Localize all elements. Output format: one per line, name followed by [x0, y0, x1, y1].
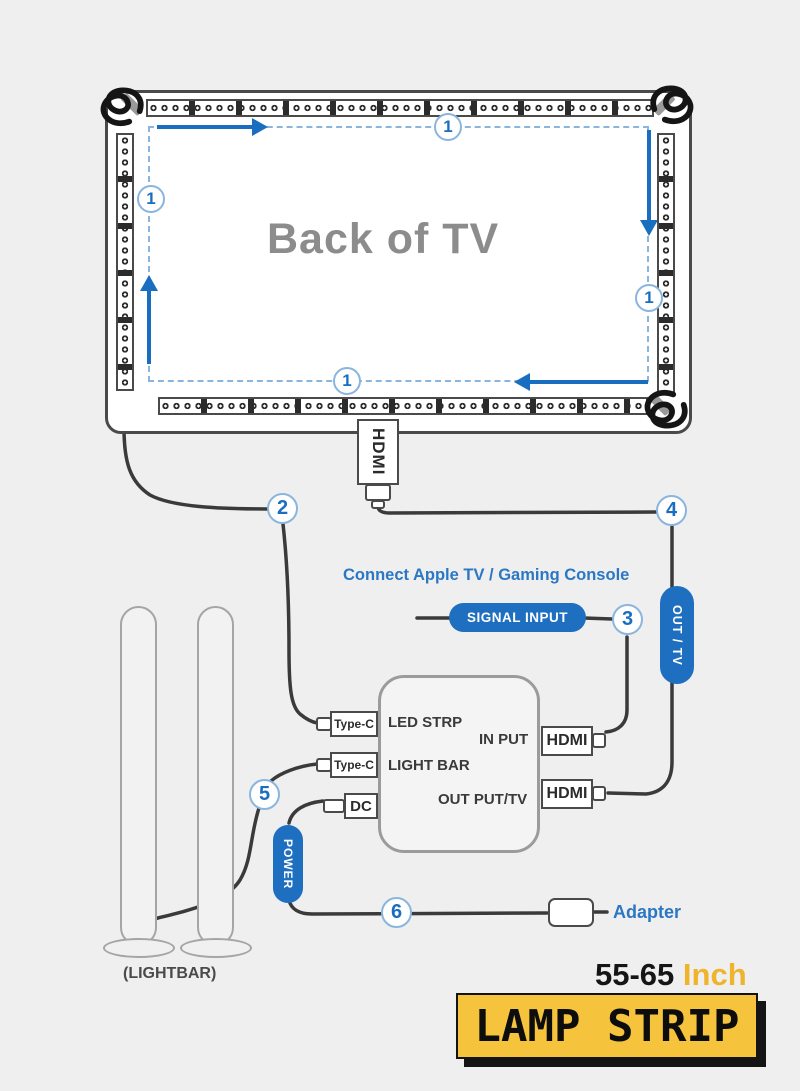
arrow-right-icon [252, 118, 268, 136]
typec1-connector: Type-C [330, 711, 378, 737]
step-badge-1-left: 1 [137, 185, 165, 213]
hdmi-in-plug [592, 733, 606, 748]
label-led-strip: LED STRP [388, 714, 463, 731]
out-tv-pill-label: OUT / TV [670, 604, 684, 666]
tv-hdmi-plug-stub [371, 500, 385, 509]
tv-hdmi-connector: HDMI [357, 419, 399, 485]
tv-hdmi-label: HDMI [369, 428, 388, 476]
size-range: 55-65 Inch [595, 957, 747, 993]
adapter-label: Adapter [613, 902, 682, 922]
dc-connector: DC [344, 793, 378, 819]
connect-heading: Connect Apple TV / Gaming Console [343, 566, 630, 584]
cable-typec2-to-step5 [269, 762, 319, 783]
light-bar-1 [120, 606, 157, 946]
arrow-down-icon [640, 220, 658, 236]
step-badge-1-top: 1 [434, 113, 462, 141]
tv-back-panel [105, 90, 692, 434]
step-badge-4: 4 [656, 495, 687, 526]
step-badge-2: 2 [267, 493, 298, 524]
led-strip-top [146, 99, 654, 117]
arrow-left-icon [514, 373, 530, 391]
led-strip-right [657, 133, 675, 395]
size-unit: Inch [682, 957, 747, 992]
cable-ledstrip-to-step2 [122, 426, 271, 511]
corner-knot-icon [650, 85, 694, 124]
size-value: 55-65 [595, 957, 675, 992]
light-bar-base-1 [103, 938, 175, 958]
led-strip-bottom [158, 397, 648, 415]
corner-knot-icon [644, 390, 688, 429]
lamp-strip-banner: LAMP STRIP [456, 993, 758, 1059]
lightbar-caption: (LIGHTBAR) [123, 965, 217, 982]
lamp-strip-banner-label: LAMP STRIP [474, 1000, 740, 1052]
cable-dc-to-power [287, 799, 325, 825]
cable-outtv-to-hdmiout [606, 678, 674, 796]
out-tv-pill: OUT / TV [660, 586, 694, 684]
cable-hdmi-to-step4 [376, 504, 659, 515]
arrow-right-line [157, 125, 253, 129]
power-adapter [548, 898, 594, 927]
label-in-put: IN PUT [479, 731, 529, 748]
hdmi-in-connector: HDMI [541, 726, 593, 756]
label-out-put-tv: OUT PUT/TV [438, 791, 528, 808]
light-bar-2 [197, 606, 234, 946]
label-light-bar: LIGHT BAR [388, 757, 470, 774]
tv-hdmi-plug [365, 484, 391, 501]
hdmi-out-connector: HDMI [541, 779, 593, 809]
corner-knot-icon [100, 87, 144, 126]
arrow-up-icon [140, 275, 158, 291]
strip-routing-guide [148, 126, 649, 382]
hdmi-out-plug [592, 786, 606, 801]
signal-input-pill: SIGNAL INPUT [449, 603, 586, 632]
step-badge-5: 5 [249, 779, 280, 810]
cable-step2-to-typec1 [281, 522, 319, 725]
arrow-left-line [530, 380, 648, 384]
power-pill-label: POWER [281, 838, 295, 890]
power-pill: POWER [273, 825, 303, 903]
dc-plug [323, 799, 345, 813]
controller-box [378, 675, 540, 853]
step-badge-1-right: 1 [635, 284, 663, 312]
cable-step3-to-hdmiin [604, 635, 629, 734]
led-strip-left [116, 133, 134, 391]
typec2-connector: Type-C [330, 752, 378, 778]
step-badge-3: 3 [612, 604, 643, 635]
step-badge-1-bottom: 1 [333, 367, 361, 395]
light-bar-base-2 [180, 938, 252, 958]
arrow-up-line [147, 290, 151, 364]
step-badge-6: 6 [381, 897, 412, 928]
tv-title: Back of TV [267, 215, 500, 263]
cable-signal-to-step3 [582, 616, 614, 621]
cable-power-to-adapter [287, 898, 549, 916]
arrow-down-line [647, 130, 651, 222]
